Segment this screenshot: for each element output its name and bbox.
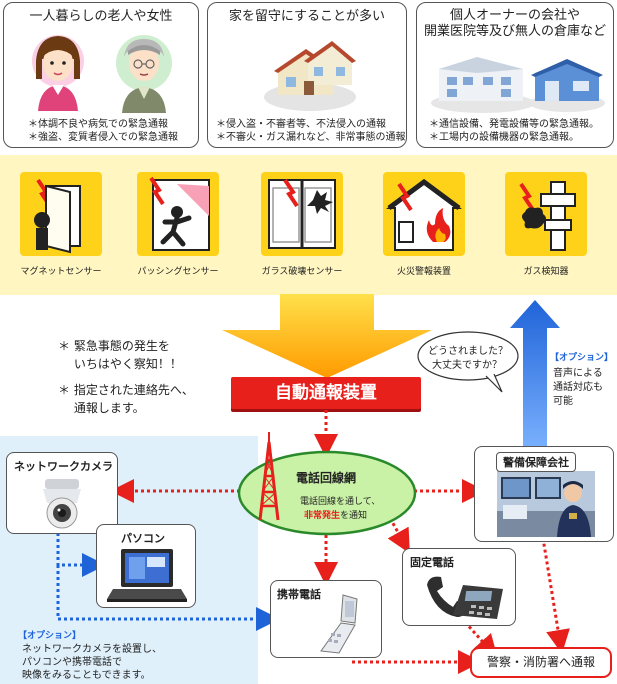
option-line: パソコンや携帯電話で: [22, 657, 122, 668]
security-office-photo: [497, 471, 595, 537]
glass-break-sensor-icon: [261, 172, 343, 256]
option-line: ネットワークカメラを設置し、: [22, 644, 162, 655]
card-company: 個人オーナーの会社や 開業医院等及び無人の倉庫など ＊通信設備、発電設備等の緊急…: [416, 2, 614, 148]
option-tag: 【オプション】: [550, 353, 614, 363]
option-line: 音声による: [553, 368, 603, 379]
node-title: ネットワークカメラ: [14, 460, 113, 473]
network-line2: 非常発生を通知: [304, 508, 367, 521]
security-title-badge: 警備保障会社: [496, 452, 576, 472]
sensor-label: ガラス破壊センサー: [261, 267, 343, 277]
card-title: 一人暮らしの老人や女性: [29, 9, 173, 24]
sensor-label: パッシングセンサー: [137, 267, 219, 277]
network-line1: 電話回線を通して、: [300, 497, 381, 507]
down-arrow-icon: [222, 294, 432, 378]
auto-alert-device-label: 自動通報装置: [231, 377, 421, 409]
option-tag: 【オプション】: [18, 631, 82, 641]
old-man-illustration: [116, 35, 172, 113]
speech-bubble: [417, 331, 519, 393]
bullet-text: 通報します。: [58, 401, 145, 415]
network-highlight: 非常発生: [304, 511, 341, 521]
speech-line: どうされました？: [428, 346, 508, 357]
node-title: 警備保障会社: [503, 456, 569, 469]
node-police-fire: 警察・消防署へ通報: [470, 647, 612, 678]
device-label-text: 自動通報装置: [275, 383, 377, 403]
card-away-house: 家を留守にすることが多い ＊侵入盗・不審者等、不法侵入の通報 ＊不審火・ガス漏れ…: [207, 2, 407, 148]
police-label: 警察・消防署へ通報: [486, 655, 595, 669]
card-note: ＊不審火・ガス漏れなど、非常事態の通報: [216, 132, 406, 143]
mobile-phone-icon: [320, 594, 358, 654]
speech-line: 大丈夫ですか？: [432, 360, 502, 371]
gas-detector-icon: [505, 172, 587, 256]
card-elderly: 一人暮らしの老人や女性 ＊体調不良や病気での緊急通報 ＊強盗、変質者侵入での緊急…: [3, 2, 199, 148]
up-arrow-icon: [510, 300, 560, 454]
node-title: 携帯電話: [277, 588, 321, 601]
node-pc: パソコン: [96, 524, 196, 608]
network-title: 電話回線網: [296, 471, 357, 485]
option-line: 映像をみることもできます。: [22, 670, 151, 681]
network-camera-icon: [43, 479, 81, 529]
card-note: ＊体調不良や病気での緊急通報: [28, 119, 168, 130]
card-note: ＊通信設備、発電設備等の緊急通報。: [429, 119, 599, 130]
node-landline: 固定電話: [402, 548, 516, 626]
passing-sensor-icon: [137, 172, 219, 256]
bullet-text: ＊ 指定された連絡先へ、: [58, 383, 194, 397]
bullet-text: ＊ 緊急事態の発生を: [58, 339, 170, 353]
radio-tower-icon: [258, 432, 280, 521]
fire-alarm-icon: [383, 172, 465, 256]
sensor-label: 火災警報装置: [396, 267, 451, 277]
node-title: 固定電話: [410, 556, 454, 569]
card-title: 家を留守にすることが多い: [228, 9, 386, 24]
bullet-text: いちはやく察知！！: [58, 357, 182, 371]
sensor-label: ガス検知器: [523, 267, 569, 277]
buildings-illustration: [431, 57, 605, 113]
magnet-sensor-icon: [20, 172, 102, 256]
node-mobile-phone: 携帯電話: [270, 580, 382, 658]
landline-phone-icon: [427, 576, 503, 619]
woman-illustration: [32, 35, 84, 111]
node-title: パソコン: [121, 532, 165, 545]
sensor-label: マグネットセンサー: [20, 267, 102, 277]
card-title: 個人オーナーの会社や: [449, 8, 580, 23]
card-note: ＊工場内の設備機器の緊急通報。: [429, 132, 579, 143]
laptop-icon: [107, 549, 187, 602]
card-note: ＊侵入盗・不審者等、不法侵入の通報: [216, 119, 386, 130]
network-line2-suffix: を通知: [340, 511, 368, 521]
option-line: 可能: [553, 396, 573, 407]
node-network-camera: ネットワークカメラ: [6, 452, 118, 534]
option-line: 通話対応も: [553, 382, 603, 393]
house-illustration: [264, 41, 356, 111]
phone-network-ellipse: [237, 450, 417, 536]
card-title: 開業医院等及び無人の倉庫など: [423, 24, 606, 39]
card-note: ＊強盗、変質者侵入での緊急通報: [28, 132, 178, 143]
